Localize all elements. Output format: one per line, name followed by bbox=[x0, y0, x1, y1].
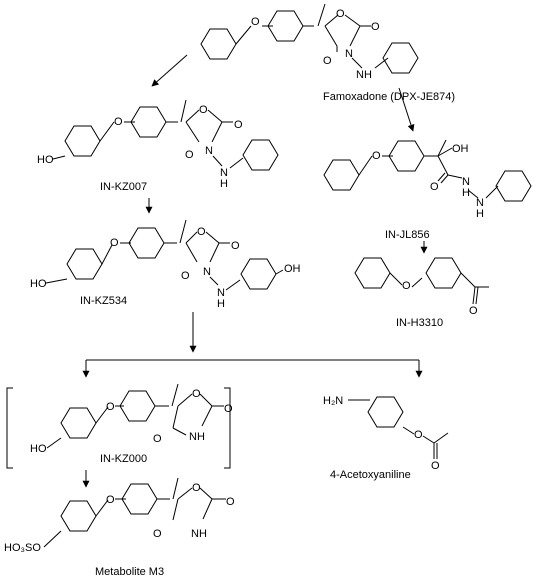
svg-text:O: O bbox=[234, 119, 243, 131]
4-acetoxyaniline-structure: H₂N O O bbox=[323, 395, 449, 472]
in-kz000-structure: HO O O O NH O bbox=[6, 383, 233, 469]
svg-text:H: H bbox=[476, 208, 484, 220]
svg-text:O: O bbox=[336, 8, 345, 20]
svg-text:N: N bbox=[462, 176, 470, 188]
svg-text:HO₃SO: HO₃SO bbox=[4, 542, 41, 554]
svg-text:N: N bbox=[203, 266, 211, 278]
in-h3310-label: IN-H3310 bbox=[396, 317, 443, 329]
in-kz007-structure: HO O O O N O N H bbox=[37, 99, 279, 190]
svg-text:NH: NH bbox=[191, 528, 207, 540]
svg-text:N: N bbox=[217, 287, 225, 299]
svg-text:O: O bbox=[231, 240, 240, 252]
svg-text:O: O bbox=[197, 226, 206, 238]
svg-text:O: O bbox=[110, 237, 119, 249]
famoxadone-structure: O O O N O NH bbox=[200, 3, 419, 81]
svg-text:O: O bbox=[153, 433, 162, 445]
svg-text:OH: OH bbox=[452, 143, 469, 155]
in-jl856-structure: O OH O N H N H bbox=[323, 139, 532, 220]
svg-text:O: O bbox=[224, 403, 233, 415]
svg-text:O: O bbox=[192, 482, 201, 494]
svg-text:O: O bbox=[114, 116, 123, 128]
svg-text:N: N bbox=[205, 145, 213, 157]
svg-text:O: O bbox=[185, 149, 194, 161]
arrow-famoxadone-to-kz007 bbox=[151, 54, 188, 87]
svg-text:HO: HO bbox=[37, 154, 54, 166]
svg-text:O: O bbox=[430, 181, 439, 193]
svg-text:O: O bbox=[251, 16, 260, 28]
metabolite-m3-label: Metabolite M3 bbox=[95, 566, 164, 578]
svg-text:HO: HO bbox=[30, 443, 47, 455]
svg-text:O: O bbox=[181, 270, 190, 282]
4-acetoxyaniline-label: 4-Acetoxyaniline bbox=[330, 469, 411, 481]
in-kz534-label: IN-KZ534 bbox=[80, 295, 127, 307]
in-kz534-structure: HO O O O N O N H OH bbox=[30, 219, 301, 310]
svg-text:O: O bbox=[106, 494, 115, 506]
svg-text:HO: HO bbox=[30, 278, 47, 290]
svg-text:O: O bbox=[431, 460, 440, 472]
svg-text:O: O bbox=[372, 150, 381, 162]
arrow-famoxadone-to-jl856 bbox=[398, 87, 415, 132]
in-h3310-structure: O O bbox=[354, 257, 489, 317]
svg-text:OH: OH bbox=[284, 263, 301, 275]
svg-text:O: O bbox=[192, 388, 201, 400]
svg-text:H: H bbox=[462, 187, 470, 199]
svg-text:O: O bbox=[371, 21, 380, 33]
svg-text:H: H bbox=[220, 178, 228, 190]
svg-text:H₂N: H₂N bbox=[323, 395, 343, 407]
famoxadone-label: Famoxadone (DPX-JE874) bbox=[323, 91, 455, 103]
svg-text:NH: NH bbox=[356, 69, 372, 81]
metabolite-m3-structure: HO₃SO O O O NH O bbox=[4, 477, 235, 554]
in-kz000-label: IN-KZ000 bbox=[100, 453, 147, 465]
svg-text:O: O bbox=[226, 496, 235, 508]
svg-text:O: O bbox=[323, 55, 332, 67]
in-jl856-label: IN-JL856 bbox=[385, 229, 430, 241]
svg-text:NH: NH bbox=[189, 431, 205, 443]
in-kz007-label: IN-KZ007 bbox=[100, 181, 147, 193]
svg-text:O: O bbox=[414, 429, 423, 441]
svg-text:H: H bbox=[217, 298, 225, 310]
svg-text:N: N bbox=[220, 167, 228, 179]
svg-text:O: O bbox=[199, 104, 208, 116]
svg-text:O: O bbox=[153, 528, 162, 540]
svg-text:O: O bbox=[469, 305, 478, 317]
svg-text:O: O bbox=[106, 401, 115, 413]
svg-text:N: N bbox=[345, 48, 353, 60]
svg-text:O: O bbox=[402, 280, 411, 292]
svg-text:N: N bbox=[476, 197, 484, 209]
